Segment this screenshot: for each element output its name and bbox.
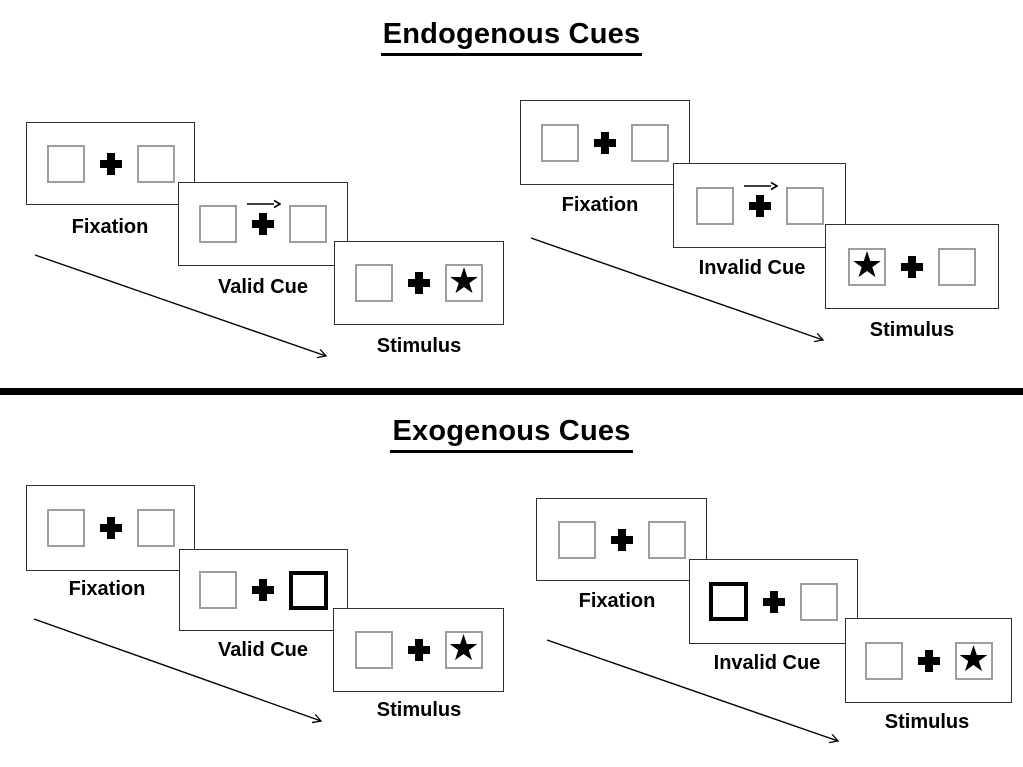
placeholder-box-left [864, 641, 903, 680]
placeholder-box-left [199, 571, 237, 609]
fixation-cross-icon [408, 272, 430, 294]
panel-label-valid-cue: Valid Cue [217, 276, 309, 298]
panel-label-stimulus: Stimulus [376, 699, 462, 721]
target-box-left: ★ [848, 244, 886, 286]
timeline-arrow-endogenous-valid [34, 254, 326, 356]
placeholder-box-right [136, 144, 175, 183]
panel-valid-cue [178, 182, 348, 266]
placeholder-box-right [938, 247, 976, 286]
fixation-cross-icon [594, 131, 616, 154]
panel-label-fixation: Fixation [561, 194, 639, 216]
fixation-cross-icon [247, 199, 281, 235]
cue-arrow-right-icon [247, 199, 281, 209]
placeholder-box-right [785, 186, 824, 225]
panel-label-fixation: Fixation [578, 590, 656, 612]
panel-label-fixation: Fixation [68, 578, 146, 600]
panel-fixation [26, 485, 195, 571]
placeholder-box-right [136, 509, 175, 547]
panel-label-fixation: Fixation [71, 216, 149, 238]
panel-invalid-cue [689, 559, 858, 644]
panel-invalid-cue [673, 163, 846, 248]
timeline-arrow-endogenous-invalid [530, 237, 823, 340]
target-box-right: ★ [954, 638, 993, 680]
panel-fixation [26, 122, 195, 205]
placeholder-box-right [631, 123, 669, 162]
panel-label-stimulus: Stimulus [869, 319, 955, 341]
panel-label-stimulus: Stimulus [376, 335, 462, 357]
star-stimulus-icon: ★ [447, 261, 481, 302]
panel-stimulus: ★ [334, 241, 504, 325]
panel-stimulus: ★ [825, 224, 999, 309]
fixation-cross-icon [763, 590, 785, 613]
timeline-arrow-exogenous-valid [33, 618, 321, 721]
placeholder-box-left [46, 144, 85, 183]
fixation-cross-icon [901, 255, 923, 278]
fixation-cross-icon [252, 579, 274, 601]
placeholder-box-left [354, 631, 393, 669]
placeholder-box-left [541, 123, 579, 162]
fixation-cross-icon [99, 152, 122, 175]
highlighted-cue-box-right [289, 570, 328, 610]
placeholder-box-right [800, 582, 838, 621]
panel-label-stimulus: Stimulus [884, 711, 970, 733]
placeholder-box-left [46, 509, 85, 547]
placeholder-box-left [199, 205, 237, 243]
placeholder-box-left [557, 520, 596, 559]
fixation-cross-icon [99, 517, 122, 539]
highlighted-cue-box-left [709, 582, 748, 621]
panel-label-invalid-cue: Invalid Cue [698, 257, 806, 279]
fixation-cross-icon [610, 528, 633, 551]
section-title-exogenous: Exogenous Cues [0, 415, 1023, 453]
placeholder-box-left [695, 186, 734, 225]
star-stimulus-icon: ★ [447, 628, 480, 669]
panel-label-valid-cue: Valid Cue [217, 639, 309, 661]
section-title-endogenous: Endogenous Cues [0, 18, 1023, 56]
star-stimulus-icon: ★ [850, 244, 884, 286]
fixation-cross-icon [917, 649, 940, 672]
fixation-cross-icon [407, 639, 430, 661]
section-title-text: Endogenous Cues [380, 18, 643, 56]
placeholder-box-right [647, 520, 686, 559]
star-stimulus-icon: ★ [957, 638, 990, 680]
target-box-right: ★ [445, 261, 483, 302]
panel-fixation [520, 100, 690, 185]
panel-valid-cue [179, 549, 348, 631]
target-box-right: ★ [444, 628, 483, 669]
placeholder-box-right [289, 205, 327, 243]
panel-fixation [536, 498, 707, 581]
panel-stimulus: ★ [845, 618, 1012, 703]
placeholder-box-left [355, 264, 393, 302]
section-title-text: Exogenous Cues [390, 415, 633, 453]
section-divider [0, 388, 1023, 395]
panel-stimulus: ★ [333, 608, 504, 692]
panel-label-invalid-cue: Invalid Cue [713, 652, 821, 674]
fixation-cross-icon [743, 181, 778, 217]
cue-arrow-right-icon [743, 181, 778, 190]
